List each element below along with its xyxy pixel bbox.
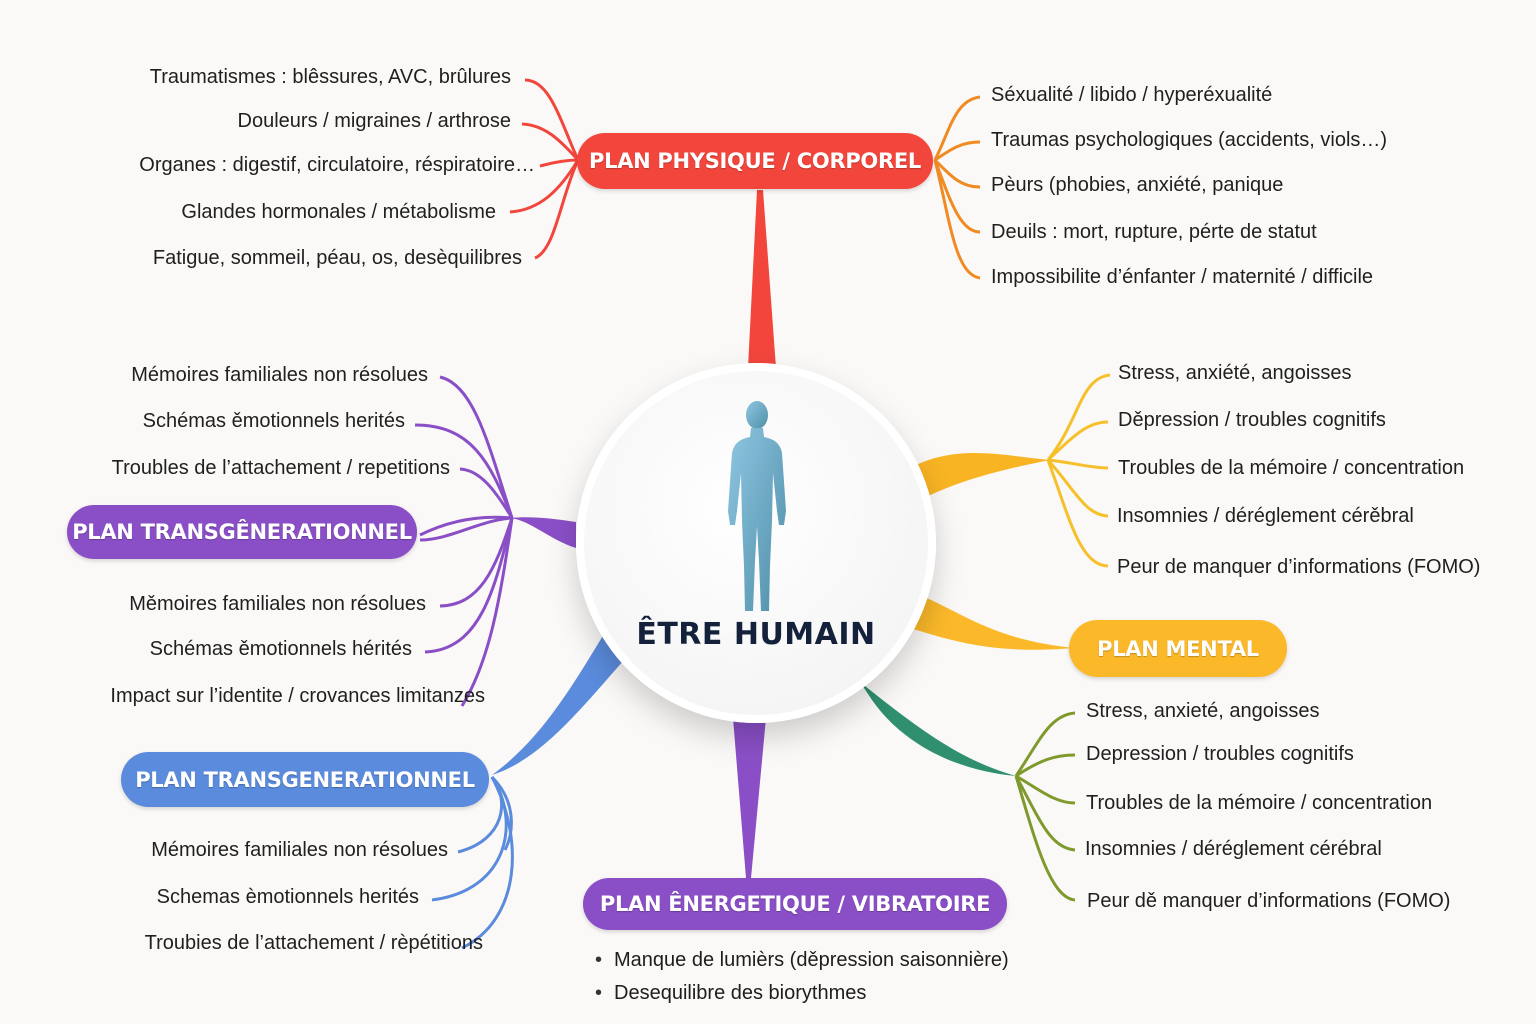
trunk-transgen-blue	[492, 634, 624, 775]
node-plan-mental[interactable]: PLAN MENTAL	[1069, 620, 1287, 677]
list-item: Depression / troubles cognitifs	[1086, 743, 1354, 765]
node-plan-transgenerationnel-purple[interactable]: PLAN TRANSGÊNERATIONNEL	[67, 505, 417, 559]
list-item: Pèurs (phobies, anxiété, panique	[991, 174, 1284, 196]
human-body-icon	[728, 401, 786, 611]
trunk-physique	[748, 190, 776, 368]
trunk-green	[860, 682, 1016, 776]
bullet-item: Manque de lumièrs (děpression saisonnièr…	[595, 944, 1009, 977]
node-label: PLAN MENTAL	[1097, 636, 1259, 661]
list-item: Organes : digestif, circulatoire, réspir…	[139, 154, 535, 176]
list-item: Měmoires familiales non résolues	[129, 593, 426, 615]
node-plan-transgenerationnel-blue[interactable]: PLAN TRANSGENERATIONNEL	[121, 752, 489, 807]
list-item: Peur dě manquer d’informations (FOMO)	[1087, 890, 1451, 912]
node-label: PLAN ÊNERGETIQUE / VIBRATOIRE	[599, 892, 991, 916]
list-item: Troubles de l’attachement / repetitions	[111, 457, 450, 479]
links-transgen-blue	[431, 775, 514, 950]
list-item: Impossibilite d’énfanter / maternité / d…	[991, 266, 1374, 288]
list-item: Insomnies / déréglement cérébral	[1085, 838, 1382, 860]
links-physique-left	[509, 78, 580, 260]
bullet-item: Desequilibre des biorythmes	[595, 977, 1009, 1010]
list-item: Troubies de l’attachement / rèpétitions	[144, 932, 483, 954]
trunk-transgen-purple	[510, 517, 576, 548]
list-item: Insomnies / déréglement cérěbral	[1117, 505, 1414, 527]
list-item: Stress, anxiété, angoisses	[1118, 362, 1352, 384]
node-label: PLAN TRANSGENERATIONNEL	[135, 767, 475, 792]
node-label: PLAN PHYSIQUE / CORPOREL	[589, 149, 921, 173]
list-item: Schémas ěmotionnels herités	[142, 410, 405, 432]
list-item: Impact sur l’identite / crovances limita…	[110, 685, 485, 707]
list-item: Deuils : mort, rupture, pérte de statut	[991, 221, 1317, 243]
node-plan-energetique[interactable]: PLAN ÊNERGETIQUE / VIBRATOIRE	[583, 878, 1007, 930]
list-item: Stress, anxieté, angoisses	[1086, 700, 1320, 722]
list-item: Traumatismes : blêssures, AVC, brûlures	[149, 66, 511, 88]
list-item: Peur de manquer d’informations (FOMO)	[1117, 556, 1481, 578]
list-item: Séxualité / libido / hyperéxualité	[991, 84, 1273, 106]
list-item: Troubles de la mémoire / concentration	[1086, 792, 1433, 814]
links-physique-right	[933, 95, 981, 280]
center-title: ÊTRE HUMAIN	[636, 617, 876, 652]
trunk-energetique	[733, 718, 766, 878]
list-item: Traumas psychologiques (accidents, viols…	[991, 129, 1388, 151]
energetique-bullet-list: Manque de lumièrs (děpression saisonnièr…	[595, 944, 1009, 1010]
list-item: Schemas èmotionnels herités	[156, 886, 419, 908]
list-item: Mémoires familiales non résolues	[131, 364, 428, 386]
trunk-mental	[900, 592, 1075, 650]
list-item: Glandes hormonales / métabolisme	[181, 201, 496, 223]
list-item: Děpression / troubles cognitifs	[1118, 409, 1386, 431]
list-item: Troubles de la mémoire / concentration	[1118, 457, 1465, 479]
links-green	[1014, 711, 1076, 902]
node-label: PLAN TRANSGÊNERATIONNEL	[72, 520, 412, 544]
list-item: Mémoires familiales non résolues	[151, 839, 448, 861]
list-item: Schémas ěmotionnels hérités	[149, 638, 412, 660]
list-item: Fatigue, sommeil, péau, os, desèquilibre…	[152, 247, 522, 269]
center-node[interactable]: ÊTRE HUMAIN	[576, 363, 936, 723]
links-mental-upper	[1046, 373, 1111, 568]
trunk-mental-upper	[916, 453, 1050, 500]
list-item: Douleurs / migraines / arthrose	[237, 110, 511, 132]
links-transgen-purple	[414, 375, 514, 707]
node-plan-physique[interactable]: PLAN PHYSIQUE / CORPOREL	[577, 133, 933, 189]
